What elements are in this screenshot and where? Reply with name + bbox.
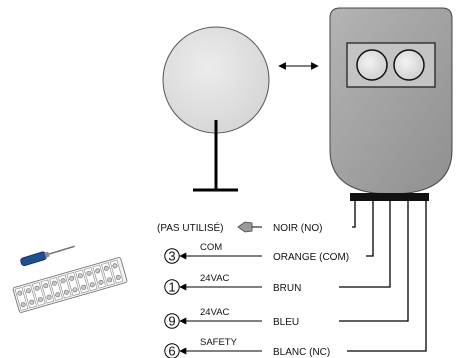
lens-icon (356, 49, 388, 81)
wire-label-brun: BRUN (273, 283, 301, 294)
wire-runs (339, 200, 427, 352)
reflector (162, 26, 270, 192)
wire-brun (339, 200, 391, 288)
terminal-number: 1 (168, 280, 175, 295)
housing-body (329, 7, 453, 195)
wire-label-noir: NOIR (NO) (273, 223, 322, 234)
cable-connector (350, 193, 429, 201)
terminal-markers: 3 1 9 6 (164, 248, 180, 358)
signal-label-com: COM (200, 242, 222, 253)
terminal-6: 6 (164, 343, 180, 358)
wire-orange (366, 200, 374, 257)
terminal-1: 1 (164, 279, 180, 295)
photo-eye-housing (329, 7, 453, 201)
terminal-number: 3 (168, 249, 175, 264)
screwdriver-shaft (48, 245, 75, 255)
signal-labels: COM 24VAC 24VAC SAFETY (200, 242, 238, 348)
wire-labels: NOIR (NO) ORANGE (COM) BRUN BLEU BLANC (… (273, 223, 349, 358)
terminal-3: 3 (164, 248, 180, 264)
wire-bleu (339, 200, 409, 322)
signal-label-24vac: 24VAC (200, 307, 230, 318)
unused-note: (PAS UTILISÉ) (157, 221, 224, 234)
terminal-9: 9 (164, 313, 180, 329)
wire-label-bleu: BLEU (273, 317, 299, 328)
screwdriver-icon (20, 245, 75, 267)
reflector-disc (162, 26, 270, 134)
screwdriver-ferrule (44, 251, 50, 258)
wire-label-orange: ORANGE (COM) (273, 252, 349, 263)
wire-noir (352, 200, 356, 228)
signal-label-24vac: 24VAC (200, 273, 230, 284)
screwdriver-handle (20, 251, 47, 267)
lead-arrows (179, 252, 262, 355)
lens-icon (393, 49, 425, 81)
terminal-block-icon (12, 257, 128, 313)
signal-label-safety: SAFETY (200, 337, 238, 348)
wire-blanc (347, 200, 427, 352)
terminal-block-screws (17, 263, 121, 308)
wire-label-blanc: BLANC (NC) (273, 347, 330, 358)
unused-wire-plug-icon (237, 221, 262, 233)
terminal-number: 6 (168, 344, 175, 358)
terminal-number: 9 (168, 314, 175, 329)
post-mount-icon (193, 120, 238, 192)
